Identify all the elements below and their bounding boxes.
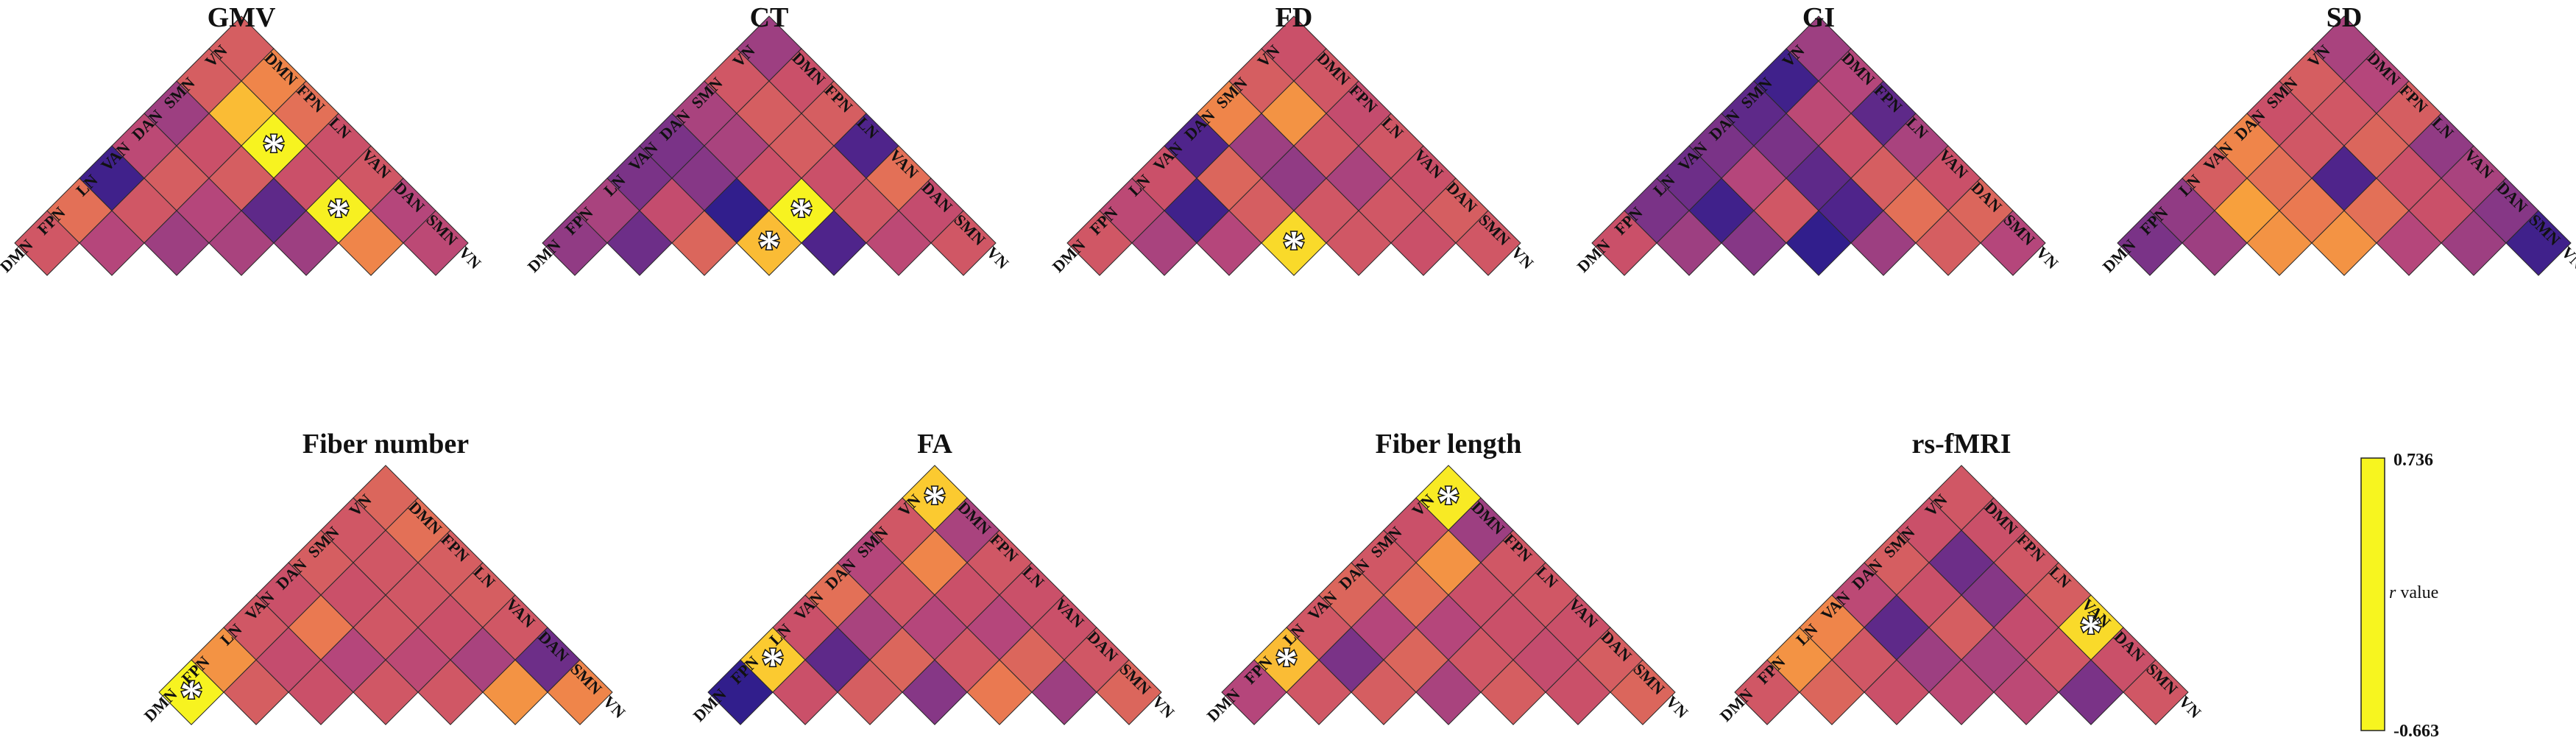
significance-star: * [790, 190, 813, 240]
heatmap-cell [1096, 659, 1162, 725]
heatmap-cell [1980, 210, 2046, 276]
panel-title: Fiber length [1376, 429, 1522, 460]
panel-title: GI [1802, 2, 1835, 33]
significance-star: * [758, 222, 781, 272]
panel-title: SD [2326, 2, 2363, 33]
colorbar-title: r value [2389, 583, 2438, 602]
significance-star: * [1283, 222, 1306, 272]
significance-star: * [1275, 639, 1298, 689]
significance-star: * [762, 639, 785, 689]
heatmap-cell [547, 659, 613, 725]
heatmap-cell [1610, 659, 1676, 725]
panel-title: GMV [208, 2, 276, 33]
panel-title: Fiber number [302, 429, 469, 460]
significance-star: * [1437, 477, 1460, 527]
panel-title: FA [917, 429, 952, 460]
colorbar: 0.736 -0.663 r value [2360, 451, 2439, 741]
colorbar-gradient [2360, 457, 2385, 731]
heatmap-cell [2505, 210, 2572, 276]
colorbar-title-rest: value [2396, 583, 2438, 602]
significance-star: * [924, 477, 946, 527]
significance-star: * [2080, 607, 2103, 657]
significance-star: * [328, 190, 350, 240]
panel-title: CT [750, 2, 789, 33]
significance-star: * [263, 125, 286, 175]
colorbar-min-label: -0.663 [2393, 722, 2439, 741]
heatmap-cell [2123, 659, 2189, 725]
heatmap-cell [1455, 210, 1521, 276]
significance-star: * [180, 672, 203, 722]
colorbar-max-label: 0.736 [2393, 451, 2433, 470]
heatmap-cell [403, 210, 469, 276]
heatmap-cell [930, 210, 997, 276]
colorbar-title-italic: r [2389, 583, 2396, 602]
panel-title: rs-fMRI [1911, 429, 2011, 460]
panel-title: FD [1275, 2, 1313, 33]
